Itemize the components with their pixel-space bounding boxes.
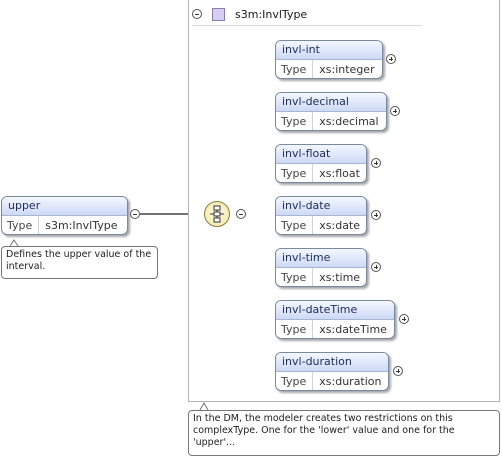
expand-invl-datetime-icon[interactable]: [399, 314, 409, 324]
expand-invl-date-icon[interactable]: [371, 210, 381, 220]
upper-type-value: s3m:InvlType: [45, 219, 118, 232]
child-name: invl-int: [276, 41, 382, 60]
child-type-key: Type: [276, 164, 314, 182]
child-invl-int[interactable]: invl-int Type xs:integer: [275, 40, 383, 79]
upper-type-key: Type: [2, 216, 40, 234]
sequence-compositor-icon[interactable]: [204, 201, 230, 227]
group-doc-text: In the DM, the modeler creates two restr…: [193, 413, 455, 448]
child-type-value: xs:date: [319, 219, 361, 232]
child-type-value: xs:dateTime: [319, 323, 387, 336]
collapse-upper-icon[interactable]: [130, 209, 140, 219]
type-group-header: s3m:InvlType: [192, 5, 307, 23]
child-invl-duration[interactable]: invl-duration Type xs:duration: [275, 352, 389, 391]
child-type-key: Type: [276, 320, 314, 338]
upper-doc-tooltip: Defines the upper value of the interval.: [1, 246, 158, 279]
upper-element-name: upper: [2, 197, 127, 216]
child-name: invl-date: [276, 197, 366, 216]
collapse-sequence-icon[interactable]: [236, 209, 246, 219]
child-name: invl-decimal: [276, 93, 386, 112]
type-group-label: s3m:InvlType: [235, 7, 308, 21]
child-invl-time[interactable]: invl-time Type xs:time: [275, 248, 367, 287]
child-invl-float[interactable]: invl-float Type xs:float: [275, 144, 367, 183]
child-type-key: Type: [276, 372, 314, 390]
child-type-key: Type: [276, 60, 314, 78]
child-invl-datetime[interactable]: invl-dateTime Type xs:dateTime: [275, 300, 395, 339]
child-type-value: xs:duration: [319, 375, 382, 388]
expand-invl-decimal-icon[interactable]: [390, 106, 400, 116]
collapse-type-icon[interactable]: [192, 9, 202, 19]
expand-invl-duration-icon[interactable]: [393, 366, 403, 376]
complex-type-icon: [212, 7, 225, 21]
child-name: invl-float: [276, 145, 366, 164]
expand-invl-int-icon[interactable]: [386, 54, 396, 64]
child-invl-decimal[interactable]: invl-decimal Type xs:decimal: [275, 92, 387, 131]
child-type-key: Type: [276, 216, 314, 234]
group-doc-tooltip: In the DM, the modeler creates two restr…: [188, 410, 500, 456]
child-type-value: xs:decimal: [319, 115, 379, 128]
upper-element[interactable]: upper Type s3m:InvlType: [1, 196, 128, 235]
child-name: invl-duration: [276, 353, 388, 372]
expand-invl-time-icon[interactable]: [371, 262, 381, 272]
upper-doc-text: Defines the upper value of the interval.: [6, 249, 152, 272]
header-divider: [192, 25, 422, 26]
child-type-value: xs:float: [319, 167, 360, 180]
child-name: invl-dateTime: [276, 301, 394, 320]
child-type-key: Type: [276, 268, 314, 286]
child-type-value: xs:time: [319, 271, 361, 284]
expand-invl-float-icon[interactable]: [371, 158, 381, 168]
child-name: invl-time: [276, 249, 366, 268]
child-type-value: xs:integer: [319, 63, 375, 76]
child-type-key: Type: [276, 112, 314, 130]
child-invl-date[interactable]: invl-date Type xs:date: [275, 196, 367, 235]
